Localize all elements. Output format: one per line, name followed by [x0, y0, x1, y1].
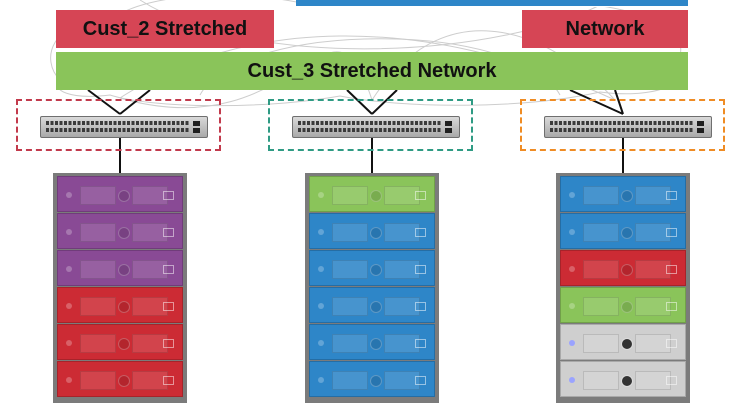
server-icon — [309, 176, 435, 212]
server-rack-right — [556, 173, 690, 403]
server-icon — [309, 287, 435, 323]
server-icon — [57, 176, 183, 212]
server-icon — [560, 287, 686, 323]
server-icon — [560, 324, 686, 360]
switch-frame-left — [16, 99, 221, 151]
server-icon — [57, 213, 183, 249]
link-line — [119, 89, 151, 115]
server-rack-center — [305, 173, 439, 403]
switch-frame-right — [520, 99, 725, 151]
cust2-network-label-right: Network — [522, 10, 688, 48]
link-line — [87, 89, 121, 115]
server-icon — [309, 361, 435, 397]
server-icon — [560, 176, 686, 212]
cloud-outline — [50, 0, 686, 107]
link-line — [614, 89, 624, 115]
server-icon — [57, 250, 183, 286]
cust3-network-bar: Cust_3 Stretched Network — [56, 52, 688, 90]
server-icon — [560, 250, 686, 286]
network-switch-icon — [40, 116, 208, 138]
server-icon — [560, 361, 686, 397]
server-icon — [57, 324, 183, 360]
server-icon — [57, 287, 183, 323]
top-network-bar — [296, 0, 688, 7]
server-icon — [309, 250, 435, 286]
network-switch-icon — [544, 116, 712, 138]
network-switch-icon — [292, 116, 460, 138]
server-icon — [560, 213, 686, 249]
server-rack-left — [53, 173, 187, 403]
cust2-network-label-left: Cust_2 Stretched — [56, 10, 274, 48]
server-icon — [309, 213, 435, 249]
switch-frame-center — [268, 99, 473, 151]
server-icon — [309, 324, 435, 360]
server-icon — [57, 361, 183, 397]
link-line — [371, 89, 398, 115]
link-line — [569, 89, 624, 115]
link-line — [346, 89, 373, 115]
